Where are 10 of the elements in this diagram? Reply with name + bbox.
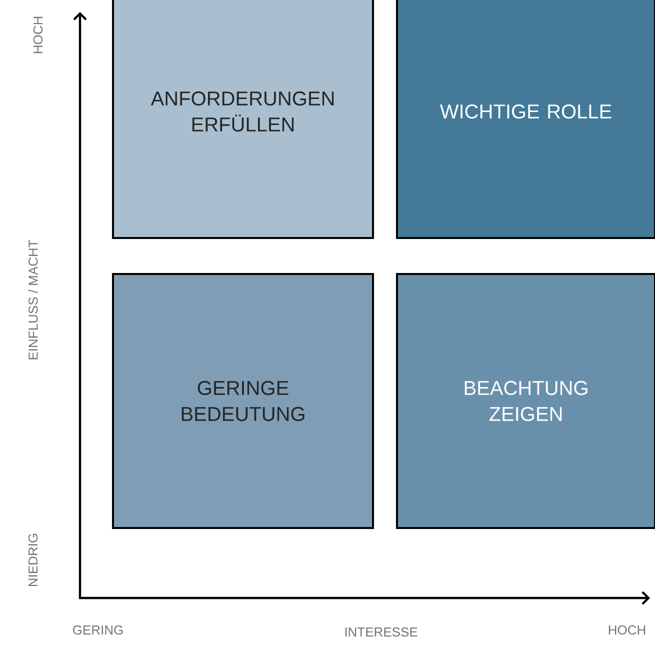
axis-label: NIEDRIG [28,534,38,586]
axis-label: HOCH [608,625,646,635]
quadrant-box: ANFORDERUNGEN ERFÜLLEN [112,0,374,239]
axis-label: HOCH [33,16,43,54]
quadrant-box: BEACHTUNG ZEIGEN [396,273,655,529]
quadrant-box: WICHTIGE ROLLE [396,0,655,239]
axis-label: EINFLUSS / MACHT [28,240,38,360]
axis-label: GERING [73,625,123,635]
axis-label: INTERESSE [345,627,418,637]
quadrant-box: GERINGE BEDEUTUNG [112,273,374,529]
